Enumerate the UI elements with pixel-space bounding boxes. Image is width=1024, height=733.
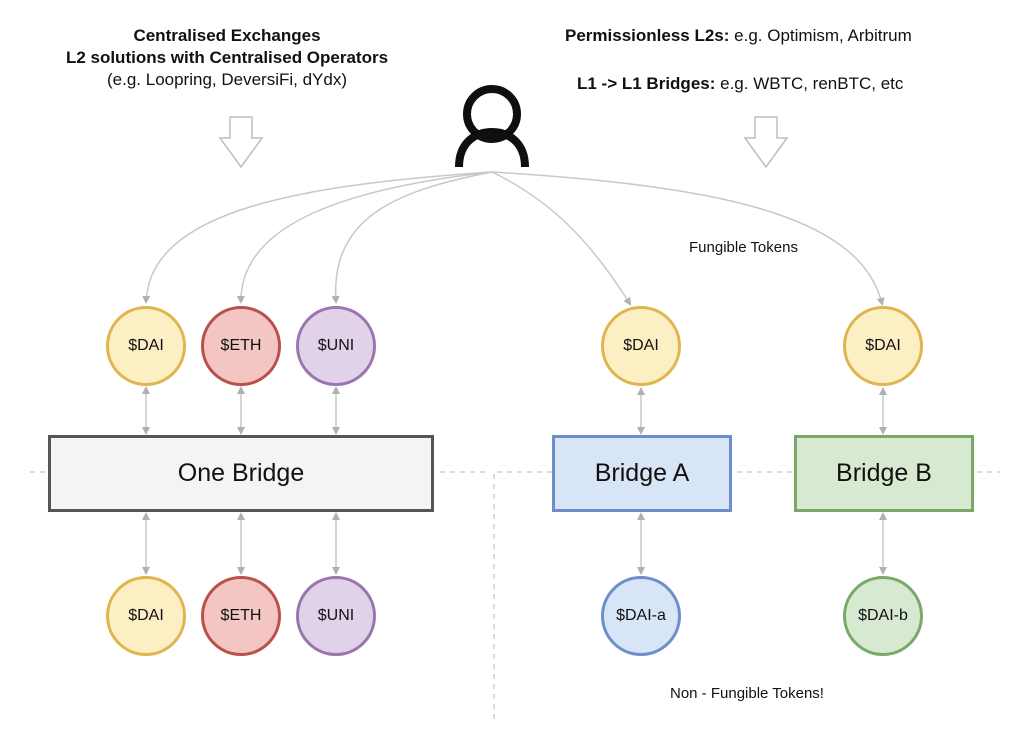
token-dai-top: $DAI: [106, 306, 186, 386]
left-heading-line1: Centralised Exchanges: [133, 26, 321, 45]
token-dai-bridge-a-top: $DAI: [601, 306, 681, 386]
fan-line-bridge-b-dai: [491, 171, 885, 306]
token-eth-top: $ETH: [201, 306, 281, 386]
token-dai-b: $DAI-b: [843, 576, 923, 656]
token-dai-bottom: $DAI: [106, 576, 186, 656]
fan-line-bridge-a-dai: [491, 171, 632, 306]
l1-bridges-label: L1 -> L1 Bridges:: [577, 74, 716, 93]
fan-line-eth: [236, 171, 493, 304]
token-dai-a: $DAI-a: [601, 576, 681, 656]
bridge-a-box: Bridge A: [552, 435, 732, 512]
right-heading-line2: L1 -> L1 Bridges: e.g. WBTC, renBTC, etc: [577, 73, 903, 95]
one-bridge-box: One Bridge: [48, 435, 434, 512]
fungible-tokens-label: Fungible Tokens: [689, 239, 798, 256]
permissionless-l2s-examples: e.g. Optimism, Arbitrum: [729, 26, 912, 45]
left-heading: Centralised Exchanges L2 solutions with …: [0, 25, 454, 91]
token-eth-bottom: $ETH: [201, 576, 281, 656]
hollow-down-arrow-icon: [743, 116, 789, 169]
non-fungible-tokens-label: Non - Fungible Tokens!: [670, 685, 824, 702]
user-icon: [455, 85, 529, 168]
right-heading-line1: Permissionless L2s: e.g. Optimism, Arbit…: [565, 25, 912, 47]
bridge-b-box: Bridge B: [794, 435, 974, 512]
left-heading-line3: (e.g. Loopring, DeversiFi, dYdx): [107, 70, 347, 89]
hollow-down-arrow-icon: [218, 116, 264, 169]
fan-line-dai: [142, 171, 493, 304]
token-dai-bridge-b-top: $DAI: [843, 306, 923, 386]
permissionless-l2s-label: Permissionless L2s:: [565, 26, 730, 45]
l1-bridges-examples: e.g. WBTC, renBTC, etc: [715, 74, 904, 93]
left-heading-line2: L2 solutions with Centralised Operators: [65, 48, 389, 67]
token-uni-top: $UNI: [296, 306, 376, 386]
fan-line-uni: [331, 171, 493, 304]
token-uni-bottom: $UNI: [296, 576, 376, 656]
